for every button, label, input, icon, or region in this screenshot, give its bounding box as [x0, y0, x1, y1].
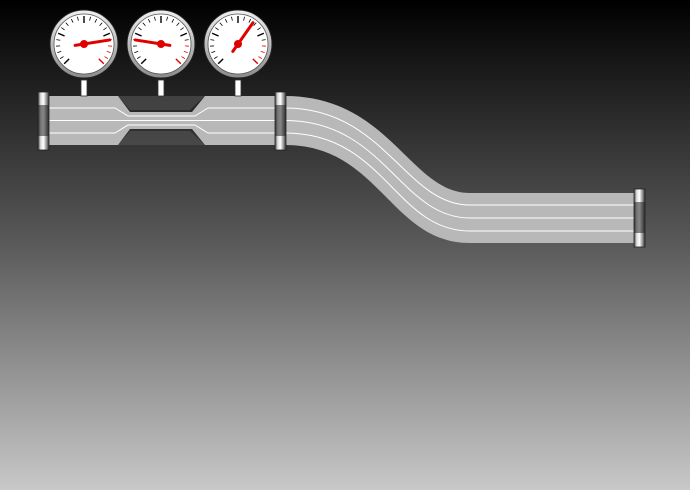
gauge-tick [134, 51, 139, 54]
gauge-tick [257, 32, 265, 37]
gauge-tick [59, 56, 64, 59]
gauge-tick [140, 58, 147, 65]
gauge-tick [184, 39, 189, 41]
gauge-tick [104, 56, 109, 59]
gauge-tick [219, 22, 223, 27]
gauge-tick [61, 27, 65, 31]
gauge-hub [234, 40, 242, 48]
outlet-streamline-bottom [284, 132, 638, 232]
gauge-inlet [49, 9, 119, 97]
gauge-tick [136, 56, 141, 59]
gauge-tick [210, 39, 215, 41]
gauge-tick [57, 32, 65, 37]
gauge-tick [57, 51, 62, 54]
gauge-stem [157, 79, 165, 97]
gauge-tick [180, 32, 188, 37]
gauge-tick [98, 58, 105, 65]
gauge-tick [248, 18, 252, 23]
gauge-tick [211, 51, 216, 54]
gauge-stem [80, 79, 88, 97]
gauge-tick [134, 32, 142, 37]
gauge-tick [215, 27, 219, 31]
gauge-throat [126, 9, 196, 97]
gauge-stem [234, 79, 242, 97]
streamline-top [48, 107, 278, 117]
gauge-tick [99, 22, 103, 27]
gauge-tick [154, 16, 156, 21]
gauge-tick [63, 58, 70, 65]
gauge-tick [89, 16, 91, 21]
gauge-tick [211, 32, 219, 37]
gauge-tick [253, 22, 257, 27]
gauge-tick [94, 18, 98, 23]
outlet-streamline-top [284, 107, 638, 206]
venturi-throat-shadow [118, 96, 205, 145]
gauge-tick [103, 32, 111, 37]
gauge-hub [157, 40, 165, 48]
gauge-tick [56, 39, 61, 41]
outlet-pipe-body [285, 96, 638, 243]
gauge-tick [243, 16, 245, 21]
flange-inlet [37, 91, 50, 151]
flange-middle [274, 91, 287, 151]
gauge-tick [231, 16, 233, 21]
gauge-tick [142, 22, 146, 27]
gauge-tick [224, 18, 228, 23]
gauge-tick [252, 58, 259, 65]
gauge-tick [171, 18, 175, 23]
gauge-tick [176, 22, 180, 27]
gauge-tick [213, 56, 218, 59]
gauge-tick [106, 51, 111, 54]
gauge-tick [77, 16, 79, 21]
gauge-tick [257, 27, 261, 31]
streamline-bottom [48, 124, 278, 134]
gauge-hub [80, 40, 88, 48]
gauge-tick [147, 18, 151, 23]
gauge-outlet [203, 9, 273, 97]
gauge-tick [261, 39, 266, 41]
flange-outlet [633, 188, 646, 248]
venturi-streamlines [48, 107, 278, 134]
gauge-tick [65, 22, 69, 27]
gauge-tick [70, 18, 74, 23]
gauge-tick [260, 51, 265, 54]
pressure-gauges [49, 9, 273, 97]
outlet-streamline-middle [284, 120, 638, 219]
gauge-tick [217, 58, 224, 65]
outlet-streamlines [284, 107, 638, 232]
gauge-tick [103, 27, 107, 31]
gauge-tick [181, 56, 186, 59]
gauge-tick [183, 51, 188, 54]
gauge-tick [175, 58, 182, 65]
gauge-tick [166, 16, 168, 21]
gauge-tick [258, 56, 263, 59]
gauge-tick [138, 27, 142, 31]
gauge-tick [180, 27, 184, 31]
